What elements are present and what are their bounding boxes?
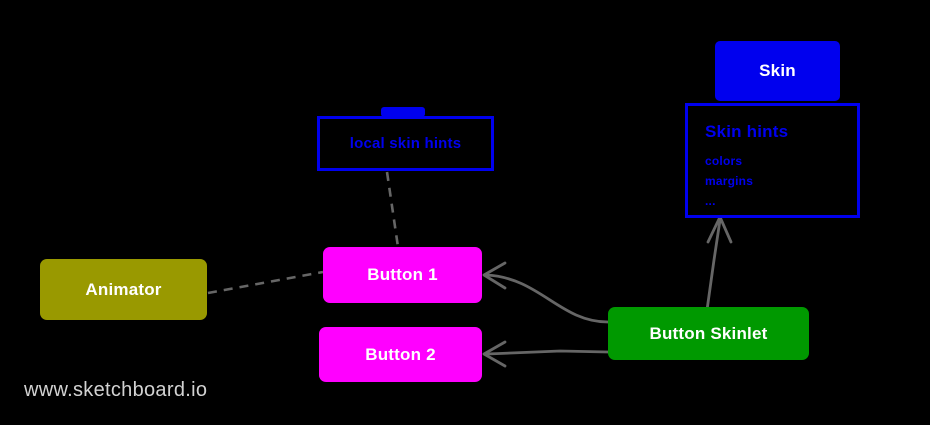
node-local-skin-hints[interactable]: local skin hints — [317, 116, 494, 171]
node-button2[interactable]: Button 2 — [319, 327, 482, 382]
edge-skinlet-to-button2-arrowhead — [482, 340, 507, 368]
node-skin-hints[interactable]: Skin hints colors margins ... — [685, 103, 860, 218]
edge-animator-to-button1 — [207, 270, 324, 295]
node-local-skin-hints-label: local skin hints — [349, 135, 462, 152]
node-button2-label: Button 2 — [365, 344, 436, 364]
edge-local-skin-hints-to-button1 — [385, 171, 400, 248]
node-local-skin-hints-tab — [381, 107, 425, 117]
watermark: www.sketchboard.io — [24, 379, 208, 401]
node-skin-hints-item-margins: margins — [705, 174, 754, 188]
node-animator[interactable]: Animator — [40, 259, 207, 320]
node-skin-hints-item-colors: colors — [705, 154, 743, 168]
node-skin-hints-item-ellipsis: ... — [705, 194, 716, 208]
edge-skinlet-to-button1-arrowhead — [482, 261, 507, 290]
node-skin-hints-title: Skin hints — [705, 122, 789, 141]
node-skin-label: Skin — [759, 61, 796, 80]
node-button1-label: Button 1 — [367, 265, 438, 284]
edge-skinlet-to-skin-hints-arrowhead — [706, 215, 733, 244]
edge-skinlet-to-skin-hints — [705, 218, 722, 312]
node-animator-label: Animator — [85, 279, 162, 299]
edge-skinlet-to-button2 — [485, 349, 610, 356]
node-skin[interactable]: Skin — [715, 41, 840, 101]
edge-skinlet-to-button1 — [485, 273, 610, 324]
node-button1[interactable]: Button 1 — [323, 247, 482, 303]
node-button-skinlet[interactable]: Button Skinlet — [608, 307, 809, 360]
node-button-skinlet-label: Button Skinlet — [649, 323, 768, 343]
